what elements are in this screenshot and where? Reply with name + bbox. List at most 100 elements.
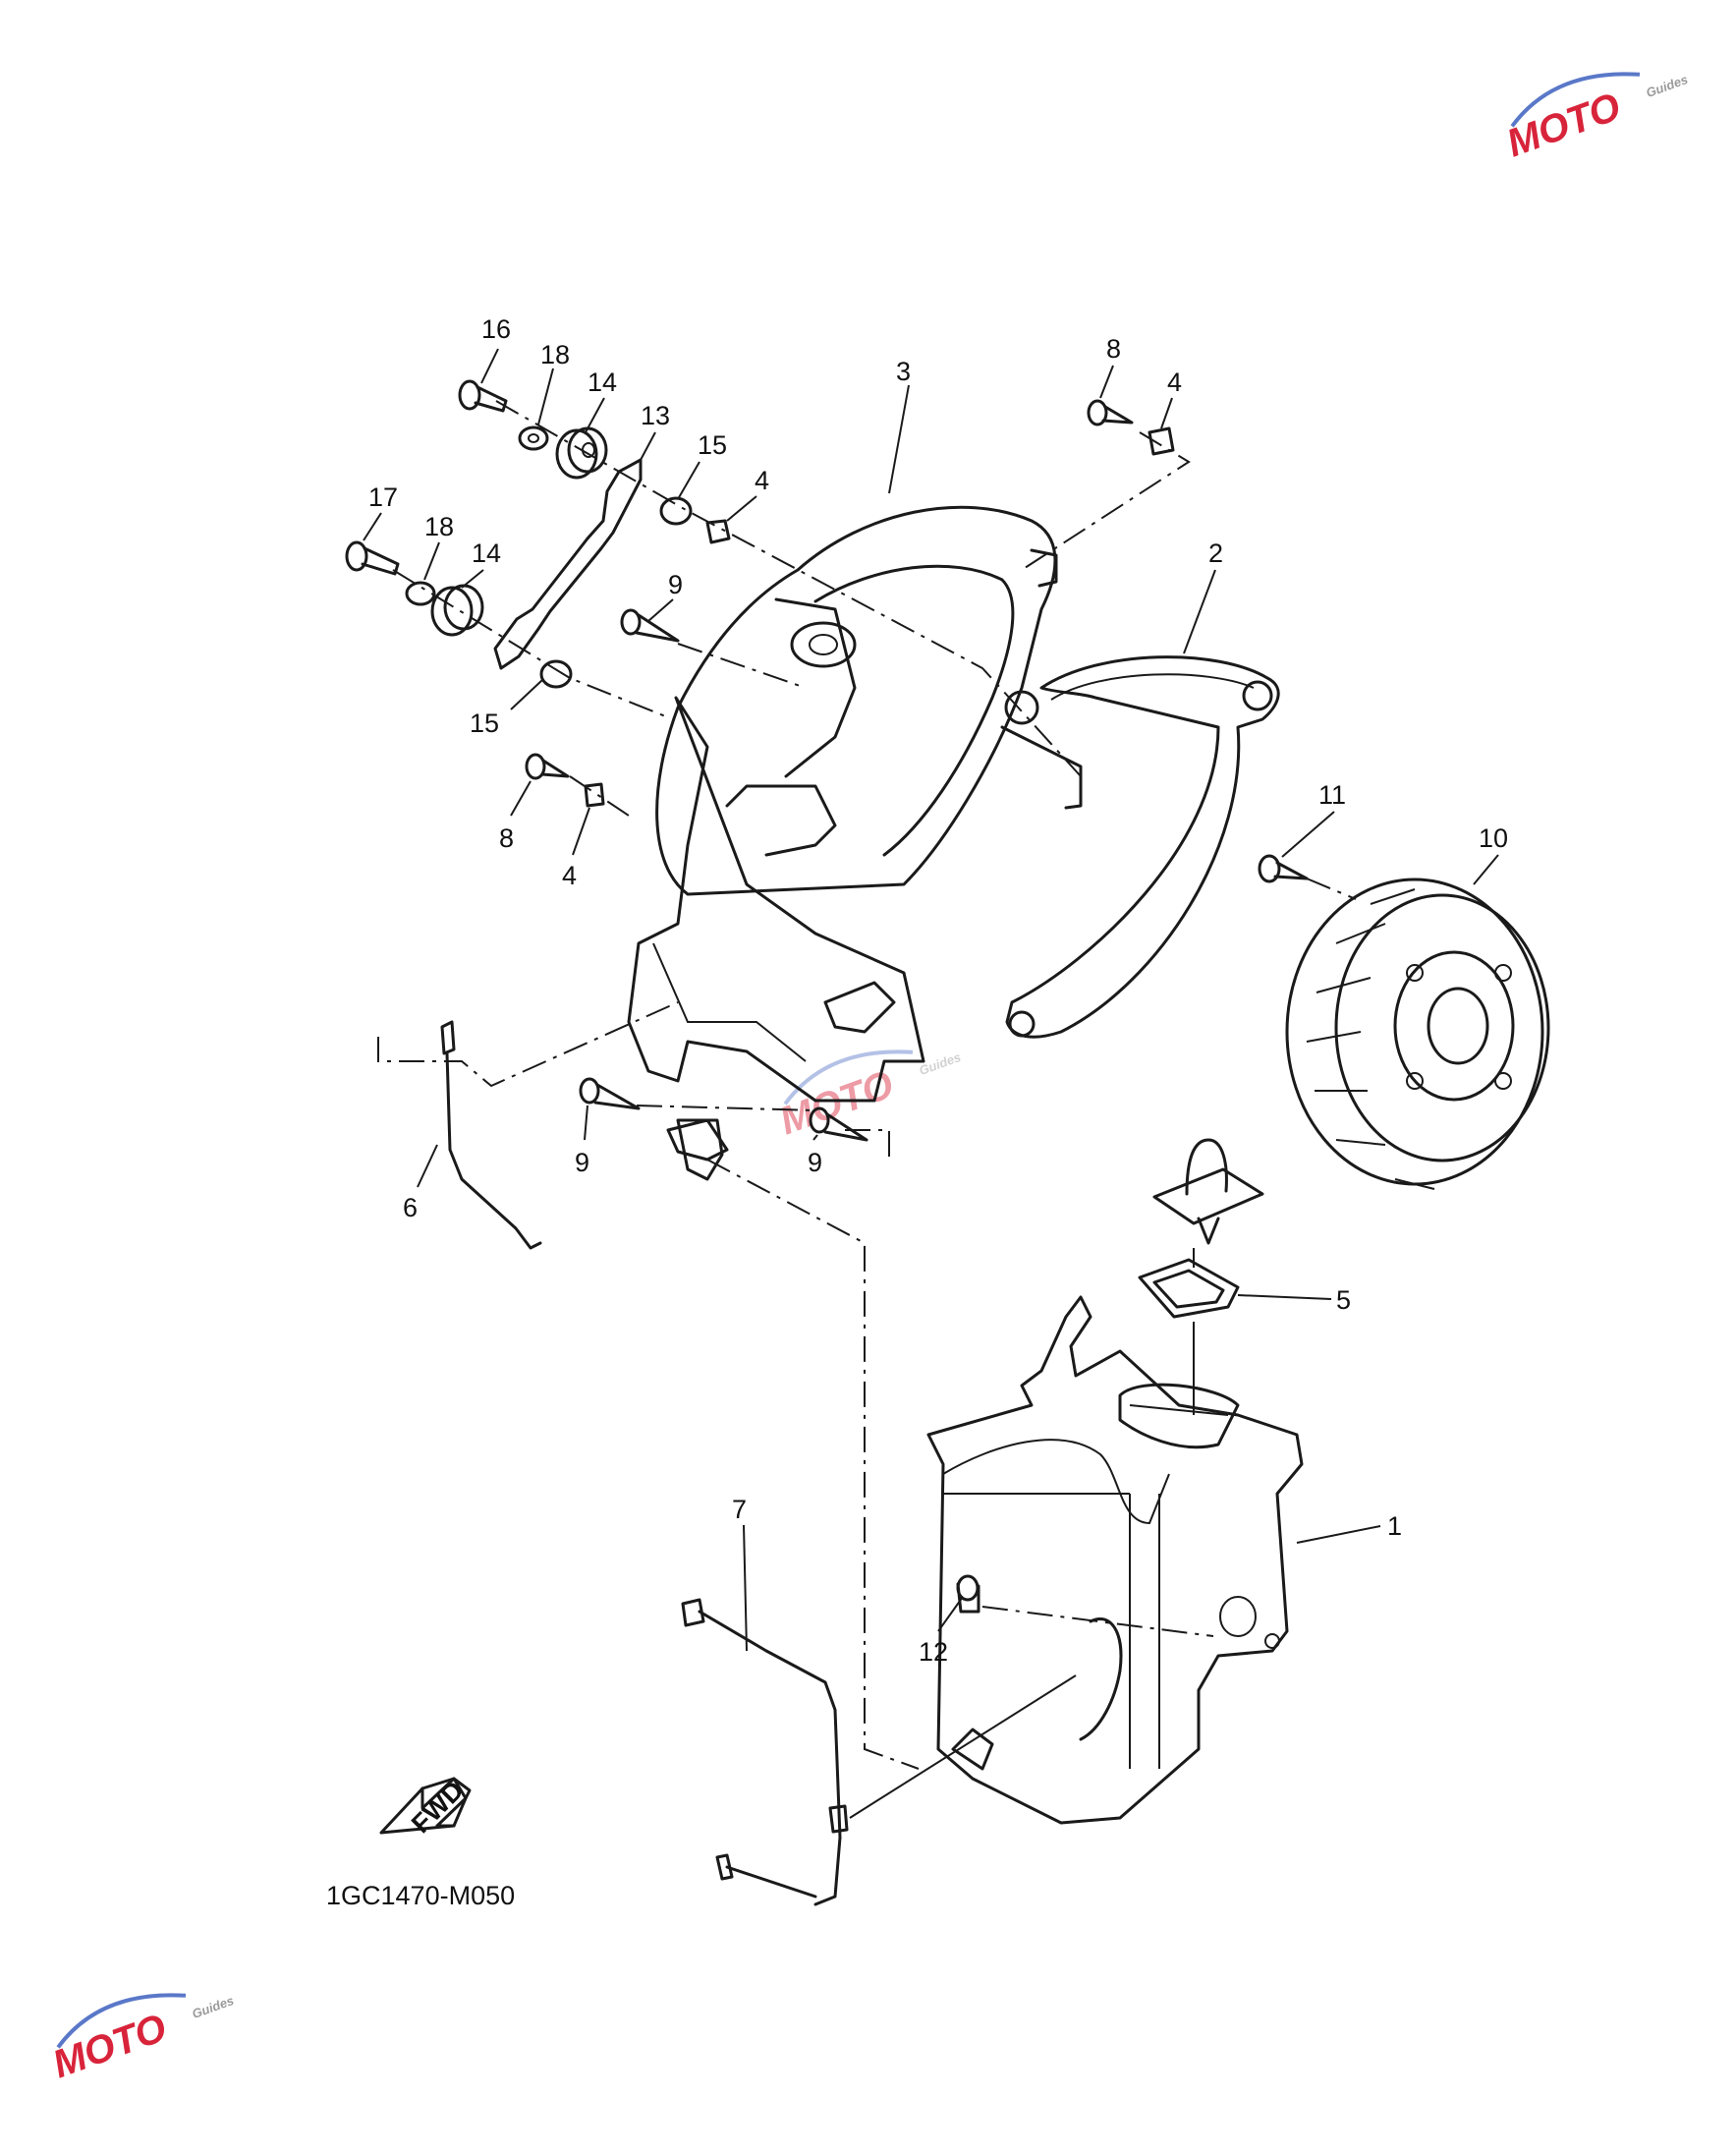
centerline-bolt-8-left xyxy=(569,775,630,817)
leader-9b xyxy=(584,1105,588,1141)
callout-6: 6 xyxy=(403,1193,418,1222)
callout-13: 13 xyxy=(641,401,670,430)
callout-4: 4 xyxy=(755,466,769,495)
watermark-bottom-left: MOTO Guides xyxy=(47,1993,236,2087)
callout-10: 10 xyxy=(1479,823,1508,853)
bolt-17 xyxy=(345,540,400,576)
centerline-rubber-lower xyxy=(392,569,669,718)
centerline-bolt-9-upper xyxy=(677,643,807,689)
centerline-bolt-8-right xyxy=(1021,431,1191,571)
damper-14-lower xyxy=(430,584,484,637)
leader-14b xyxy=(461,569,484,589)
bolt-8-right xyxy=(1087,399,1134,426)
leader-13 xyxy=(640,431,656,461)
callout-3: 3 xyxy=(896,357,911,386)
leader-8a xyxy=(510,780,532,817)
watermark-sub: Guides xyxy=(1644,72,1690,100)
callout-17: 17 xyxy=(368,482,398,512)
callout-18: 18 xyxy=(540,340,570,369)
callout-14: 14 xyxy=(472,538,501,568)
callout-9: 9 xyxy=(575,1148,589,1177)
callout-16: 16 xyxy=(481,314,511,344)
leader-3 xyxy=(888,384,910,494)
watermark-brand: MOTO xyxy=(1501,85,1626,165)
washer-18-lower xyxy=(405,581,436,606)
callout-4: 4 xyxy=(1167,368,1182,397)
callout-5: 5 xyxy=(1336,1285,1351,1315)
damper-14-upper xyxy=(555,426,608,480)
callout-11: 11 xyxy=(1318,780,1346,810)
collar-4-left xyxy=(584,782,605,808)
bolt-9-upper xyxy=(620,608,680,643)
wire-6 xyxy=(377,1001,679,1250)
callout-8: 8 xyxy=(499,823,514,853)
leader-bolt-9-right xyxy=(845,1129,890,1160)
bracket-13 xyxy=(493,458,643,670)
leader-10 xyxy=(1473,854,1499,885)
callout-15: 15 xyxy=(698,430,727,460)
fwd-arrow-icon: FWD xyxy=(379,1776,472,1839)
callout-7: 7 xyxy=(732,1495,747,1524)
leader-9a xyxy=(647,598,674,622)
centerline-rubber-upper xyxy=(495,400,1082,777)
callout-9: 9 xyxy=(668,570,683,599)
bolt-9-left xyxy=(579,1077,641,1110)
bolt-9-right xyxy=(809,1106,868,1142)
watermark-brand: MOTO xyxy=(47,2006,172,2086)
centerline-bolt-11 xyxy=(1306,878,1357,900)
centerline-bolt-9-left xyxy=(636,1105,816,1111)
leader-1 xyxy=(1296,1525,1381,1544)
rotor-10 xyxy=(1285,878,1550,1190)
callout-15: 15 xyxy=(470,709,499,738)
callout-4: 4 xyxy=(562,861,577,890)
shroud-lower xyxy=(627,696,925,1162)
watermark-center: MOTO Guides xyxy=(774,1049,963,1144)
leader-15a xyxy=(677,461,700,500)
seal-2 xyxy=(1000,655,1280,1039)
shroud-3 xyxy=(655,505,1058,896)
leader-17 xyxy=(363,512,382,541)
bolt-16 xyxy=(458,379,508,413)
washer-18-upper xyxy=(518,425,549,451)
leader-8b xyxy=(1099,365,1114,399)
watermark-top-right: MOTO Guides xyxy=(1501,72,1690,166)
leader-14a xyxy=(585,397,605,433)
collar-15-lower xyxy=(539,659,573,689)
callout-14: 14 xyxy=(588,368,617,397)
leader-2 xyxy=(1183,569,1216,654)
watermark-sub: Guides xyxy=(917,1049,963,1078)
collar-15-upper xyxy=(659,496,693,526)
mount-5 xyxy=(1138,1138,1264,1319)
collar-12 xyxy=(956,1574,980,1614)
callout-9: 9 xyxy=(808,1148,822,1177)
leader-7 xyxy=(743,1524,748,1652)
leader-4b xyxy=(572,807,590,856)
wire-7 xyxy=(681,1598,1077,1906)
bolt-8-left xyxy=(525,753,570,780)
callout-18: 18 xyxy=(424,512,454,541)
bolt-11 xyxy=(1258,854,1309,883)
callout-1: 1 xyxy=(1387,1511,1402,1541)
leader-18b xyxy=(423,541,440,581)
leader-clamp xyxy=(706,1159,920,1770)
leader-9c xyxy=(812,1134,818,1141)
leader-5 xyxy=(1237,1294,1332,1300)
leader-12 xyxy=(937,1596,964,1632)
callout-2: 2 xyxy=(1208,538,1223,568)
duct-1 xyxy=(926,1295,1304,1825)
callout-8: 8 xyxy=(1106,334,1121,364)
collar-4-right xyxy=(1148,426,1175,456)
leader-18a xyxy=(537,368,554,425)
leader-4a xyxy=(726,495,757,522)
diagram-code: 1GC1470-M050 xyxy=(326,1881,515,1910)
leader-6 xyxy=(417,1144,438,1188)
watermark-sub: Guides xyxy=(190,1993,236,2021)
clamp xyxy=(676,1118,724,1181)
callout-12: 12 xyxy=(919,1637,948,1667)
leader-11 xyxy=(1281,811,1335,858)
leader-15b xyxy=(510,679,543,710)
leader-4c xyxy=(1160,397,1173,429)
leader-16 xyxy=(480,348,499,384)
collar-4-upper xyxy=(705,519,731,544)
